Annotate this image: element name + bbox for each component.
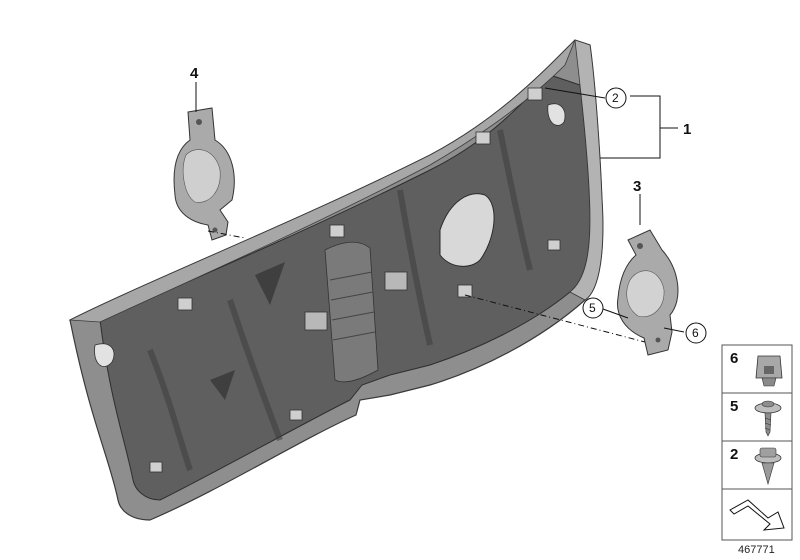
bracket-left bbox=[173, 107, 235, 241]
legend-number: 5 bbox=[730, 398, 738, 415]
panel-clip-holder bbox=[329, 224, 345, 238]
panel-pocket-left bbox=[94, 343, 115, 367]
panel-rib-right bbox=[497, 129, 533, 271]
panel-clip-holder bbox=[475, 131, 491, 145]
diagram-reference-number: 467771 bbox=[738, 544, 775, 556]
callout-part-3: 3 bbox=[633, 178, 641, 195]
callout-part-4: 4 bbox=[190, 65, 199, 82]
panel-rib-mid-left bbox=[227, 299, 283, 442]
bracket-right-hole bbox=[655, 337, 661, 343]
assembly-line-right bbox=[464, 294, 646, 343]
trim-panel bbox=[68, 39, 604, 521]
leader-part-2 bbox=[544, 87, 606, 99]
panel-rib-mid-right bbox=[397, 189, 433, 346]
leader-part-5 bbox=[602, 308, 629, 319]
callout-part-1: 1 bbox=[683, 121, 691, 138]
panel-clip-holder bbox=[527, 87, 543, 101]
panel-rib-left bbox=[147, 348, 193, 471]
callout-part-2-label: 2 bbox=[612, 91, 619, 105]
panel-tab bbox=[384, 271, 408, 291]
callout-part-5: 5 bbox=[582, 297, 604, 319]
bracket-right-highlight bbox=[626, 270, 665, 318]
screw-icon bbox=[754, 400, 782, 437]
parts-legend: 6 5 2 bbox=[721, 344, 793, 541]
direction-arrow-icon bbox=[729, 499, 785, 531]
panel-clip-holder bbox=[149, 461, 163, 473]
leader-part-6 bbox=[663, 327, 685, 333]
legend-number: 6 bbox=[730, 350, 738, 367]
assembly-line-left bbox=[207, 230, 246, 239]
legend-number: 2 bbox=[730, 446, 738, 463]
bracket-right-hole bbox=[637, 243, 643, 249]
panel-fold bbox=[255, 262, 285, 305]
leader-part-1 bbox=[600, 95, 661, 159]
panel-center-spine bbox=[324, 241, 379, 383]
callout-part-6-label: 6 bbox=[692, 326, 699, 340]
panel-clip-holder bbox=[289, 409, 303, 421]
latch-opening bbox=[439, 193, 495, 267]
trim-panel-top-lip bbox=[68, 39, 576, 323]
panel-pocket-right bbox=[547, 103, 566, 126]
panel-clip-holder bbox=[457, 284, 473, 298]
panel-fold bbox=[210, 370, 235, 400]
panel-clip-holder bbox=[547, 239, 561, 251]
panel-tab bbox=[304, 311, 328, 331]
callout-part-2: 2 bbox=[605, 87, 627, 109]
bracket-left-hole bbox=[196, 119, 202, 125]
callout-part-6: 6 bbox=[685, 322, 707, 344]
trim-panel-right-wall bbox=[569, 39, 604, 301]
square-nut-icon bbox=[755, 355, 783, 387]
bracket-right bbox=[616, 229, 679, 356]
bracket-left-highlight bbox=[183, 149, 221, 203]
clip-icon bbox=[754, 447, 782, 486]
panel-clip-holder bbox=[177, 297, 193, 311]
bracket-left-hole bbox=[212, 227, 218, 233]
callout-part-5-label: 5 bbox=[589, 301, 596, 315]
